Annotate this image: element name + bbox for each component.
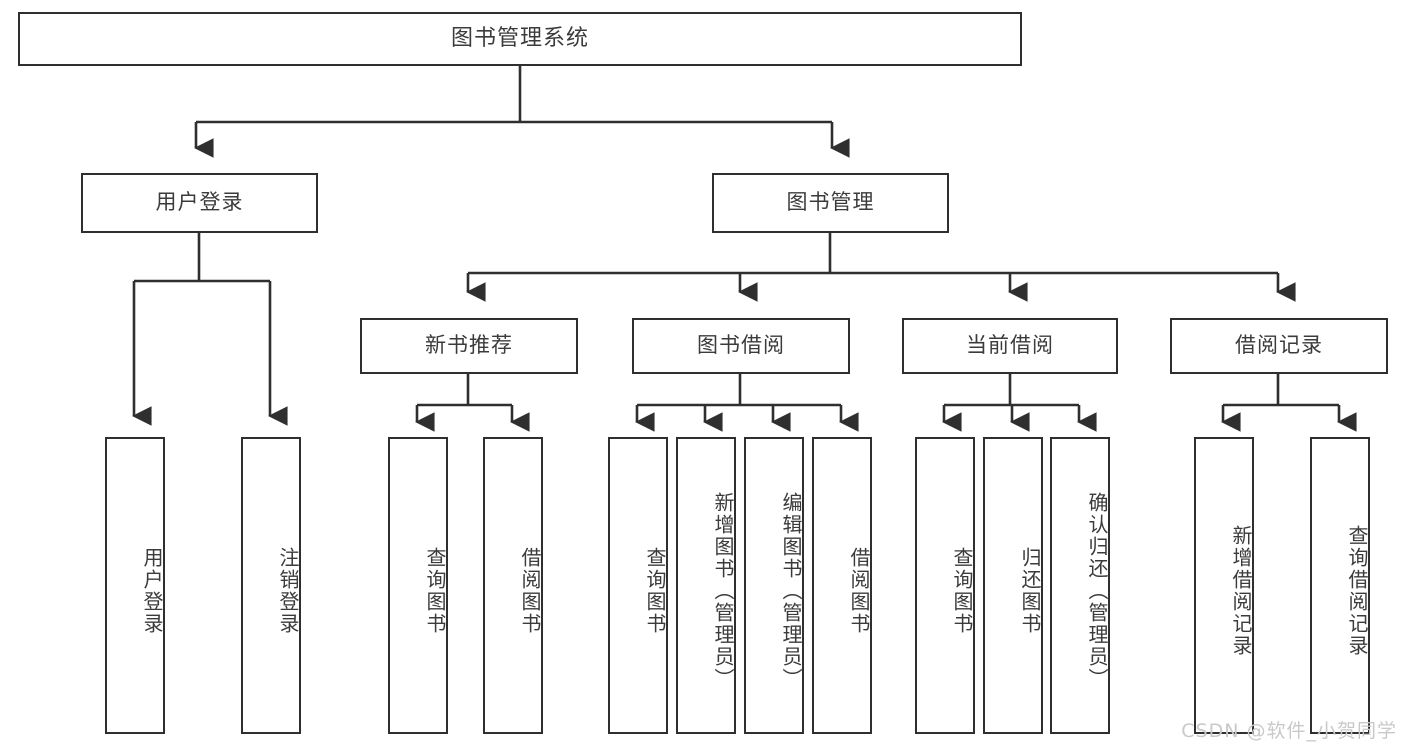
leaf-new-book-query[interactable]: 查询图书 <box>388 437 448 734</box>
node-new-book-recommend[interactable]: 新书推荐 <box>360 318 578 374</box>
leaf-borrow-query-book[interactable]: 查询图书 <box>608 437 668 734</box>
node-book-borrow[interactable]: 图书借阅 <box>632 318 850 374</box>
node-user-login[interactable]: 用户登录 <box>81 173 318 233</box>
watermark: CSDN @软件_小贺同学 <box>1181 720 1397 742</box>
leaf-user-login-login[interactable]: 用户登录 <box>105 437 165 734</box>
leaf-new-book-borrow[interactable]: 借阅图书 <box>483 437 543 734</box>
leaf-current-confirm-return-admin[interactable]: 确认归还（管理员） <box>1050 437 1110 734</box>
leaf-borrow-add-book-admin[interactable]: 新增图书（管理员） <box>676 437 736 734</box>
leaf-record-add-record[interactable]: 新增借阅记录 <box>1194 437 1254 734</box>
node-root-system[interactable]: 图书管理系统 <box>18 12 1022 66</box>
node-current-borrow[interactable]: 当前借阅 <box>902 318 1118 374</box>
leaf-record-query-record[interactable]: 查询借阅记录 <box>1310 437 1370 734</box>
node-book-management[interactable]: 图书管理 <box>712 173 949 233</box>
leaf-current-return-book[interactable]: 归还图书 <box>983 437 1043 734</box>
leaf-borrow-edit-book-admin[interactable]: 编辑图书（管理员） <box>744 437 804 734</box>
leaf-current-query-book[interactable]: 查询图书 <box>915 437 975 734</box>
leaf-borrow-borrow-book[interactable]: 借阅图书 <box>812 437 872 734</box>
node-borrow-record[interactable]: 借阅记录 <box>1170 318 1388 374</box>
leaf-user-login-logout[interactable]: 注销登录 <box>241 437 301 734</box>
